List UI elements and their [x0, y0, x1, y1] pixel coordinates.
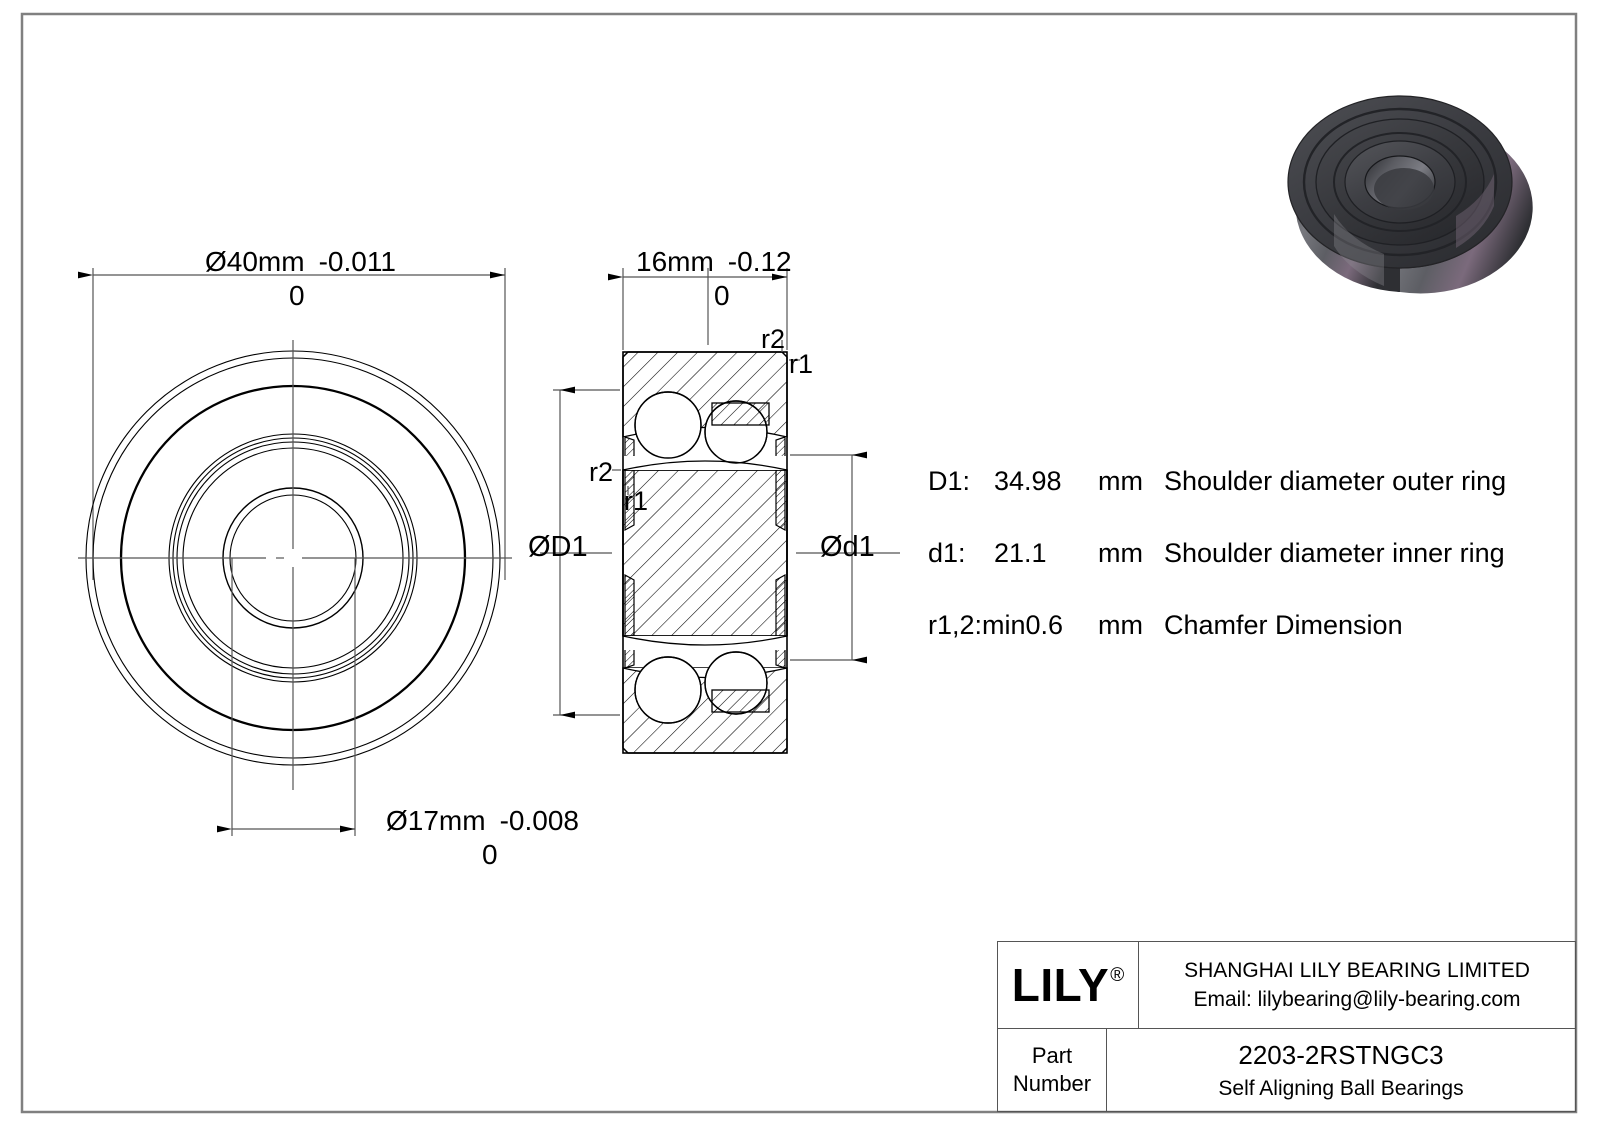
- tolerance-lower-bore: -0.008: [499, 805, 579, 836]
- lily-logo-text: LILY: [1011, 959, 1110, 1011]
- chamfer-label-r2-top: r2: [761, 324, 786, 354]
- company-info: SHANGHAI LILY BEARING LIMITED Email: lil…: [1139, 942, 1575, 1028]
- ball-overlay: [634, 391, 768, 724]
- product-family: Self Aligning Ball Bearings: [1218, 1076, 1464, 1100]
- spec-unit: mm: [1098, 610, 1143, 640]
- part-number-label: Part Number: [998, 1029, 1107, 1111]
- shoulder-outer-label: ØD1: [528, 531, 588, 563]
- part-number-value-cell: 2203-2RSTNGC3 Self Aligning Ball Bearing…: [1107, 1029, 1575, 1111]
- tolerance-lower-od: -0.011: [318, 246, 396, 277]
- diameter-symbol-od: Ø: [205, 246, 227, 277]
- registered-trademark-icon: ®: [1110, 965, 1125, 986]
- spec-row: d1: 21.1 mm Shoulder diameter inner ring: [928, 538, 1548, 610]
- tolerance-upper-width: 0: [714, 279, 730, 311]
- tolerance-lower-width: -0.12: [727, 246, 792, 277]
- bore-diameter-value: 17mm: [407, 805, 486, 836]
- bore-diameter-dimension-text: 0: [386, 781, 498, 928]
- title-block-bottom-row: Part Number 2203-2RSTNGC3 Self Aligning …: [998, 1029, 1575, 1111]
- isometric-bearing-render: [1287, 95, 1533, 294]
- cross-section-outline: [622, 351, 788, 754]
- title-block: LILY ® SHANGHAI LILY BEARING LIMITED Ema…: [997, 941, 1576, 1112]
- chamfer-leaders: [612, 340, 800, 495]
- company-email: Email: lilybearing@lily-bearing.com: [1193, 987, 1521, 1011]
- outer-diameter-value: 40mm: [226, 246, 305, 277]
- spec-symbol: D1:: [928, 466, 971, 496]
- dimension-line-d1: [790, 451, 867, 664]
- lily-logo: LILY ®: [998, 942, 1139, 1028]
- cage-spacer-bottom: [711, 689, 770, 713]
- specification-table: D1: 34.98 mm Shoulder diameter outer rin…: [928, 466, 1548, 682]
- spec-symbol: r1,2:min0.6: [928, 610, 1064, 640]
- inner-ring-raceway-top: [622, 460, 788, 471]
- spec-unit: mm: [1098, 466, 1143, 496]
- tolerance-upper-bore: 0: [482, 838, 498, 870]
- width-value: 16mm: [636, 246, 714, 277]
- diameter-symbol-bore: Ø: [386, 805, 408, 836]
- chamfer-label-r1-top: r1: [789, 349, 814, 379]
- dimension-line-bore-diameter: [217, 558, 356, 836]
- spec-value: 21.1: [994, 538, 1047, 568]
- spec-row: r1,2:min0.6 mm Chamfer Dimension: [928, 610, 1548, 682]
- spec-description: Shoulder diameter inner ring: [1164, 538, 1505, 568]
- company-name: SHANGHAI LILY BEARING LIMITED: [1184, 958, 1530, 982]
- title-block-top-row: LILY ® SHANGHAI LILY BEARING LIMITED Ema…: [998, 942, 1575, 1029]
- part-number: 2203-2RSTNGC3: [1238, 1039, 1444, 1070]
- spec-value: 34.98: [994, 466, 1062, 496]
- sheet-frame: [20, 12, 1578, 1114]
- outer-diameter-dimension-text: 0: [205, 222, 305, 369]
- width-value-row: 16mm -0.12: [636, 247, 792, 276]
- ball-set-top: [634, 391, 770, 464]
- inner-ring-raceway-bottom: [622, 635, 788, 646]
- centerlines: [78, 340, 512, 790]
- shoulder-inner-label: Ød1: [820, 531, 875, 563]
- spec-description: Chamfer Dimension: [1164, 610, 1403, 640]
- chamfer-label-r2-bottom: r2: [589, 457, 614, 487]
- part-number-label-line2: Number: [1012, 1071, 1092, 1096]
- spec-description: Shoulder diameter outer ring: [1164, 466, 1507, 496]
- cross-section-group: [540, 268, 900, 754]
- tolerance-upper-od: 0: [289, 279, 305, 311]
- spec-row: D1: 34.98 mm Shoulder diameter outer rin…: [928, 466, 1548, 538]
- chamfer-label-r1-bottom: r1: [624, 486, 649, 516]
- outer-diameter-value-row: Ø40mm -0.011: [205, 247, 396, 276]
- width-dimension-text: 0: [636, 222, 730, 369]
- front-view-group: [78, 268, 512, 836]
- spec-unit: mm: [1098, 538, 1143, 568]
- dimension-line-D1: [553, 386, 620, 719]
- spec-symbol: d1:: [928, 538, 966, 568]
- cage-spacer-top: [711, 402, 770, 426]
- part-number-label-line1: Part: [1031, 1042, 1073, 1068]
- bore-value-row: Ø17mm -0.008: [386, 806, 579, 835]
